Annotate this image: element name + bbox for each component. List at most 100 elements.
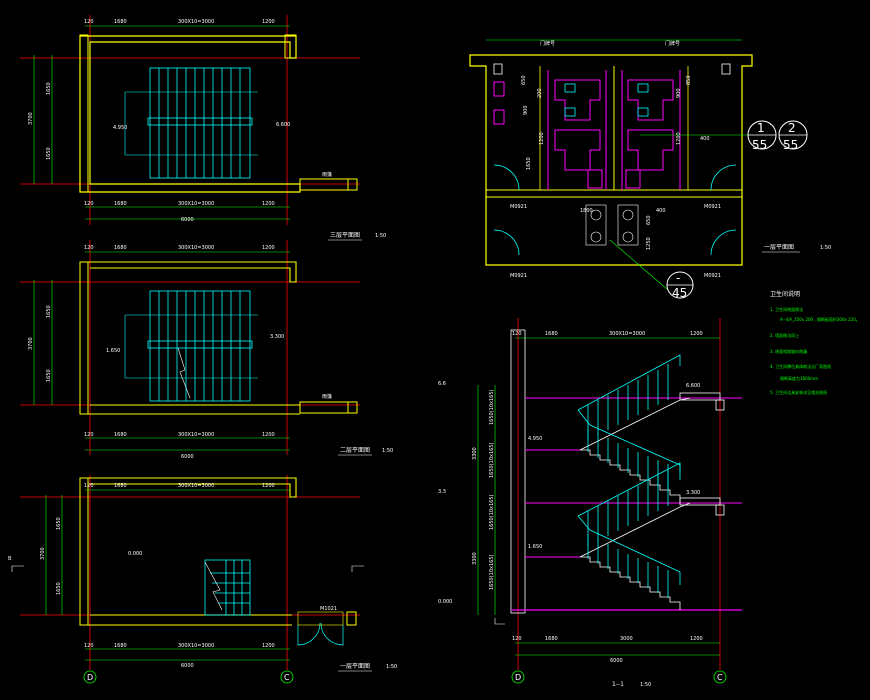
note-item: 3. 地面找坡坡向地漏 xyxy=(770,348,807,354)
stair-treads xyxy=(147,290,253,402)
level-text: 4.950 xyxy=(113,125,127,131)
dim-text: 1680 xyxy=(114,643,127,649)
dim-text: 120 xyxy=(84,245,94,251)
plan-scale: 1:50 xyxy=(382,448,393,454)
stair-section: 120 1680 300X10=3000 1200 120 1680 3000 … xyxy=(438,318,742,688)
side-mark: B xyxy=(8,556,12,562)
axis-bubble xyxy=(713,670,727,684)
dim-text: 120 xyxy=(84,201,94,207)
level-text: 6.6 xyxy=(438,381,446,387)
axis-bubble xyxy=(83,670,97,684)
dim-text: 1200 xyxy=(262,643,275,649)
note-item: 隔断高度为1800mm xyxy=(780,375,818,381)
dim-text: 1200 xyxy=(676,132,682,145)
column xyxy=(721,63,731,75)
dim-text: 1200 xyxy=(539,132,545,145)
wall xyxy=(79,261,89,415)
slab xyxy=(679,392,721,401)
dim-text: 3300 xyxy=(472,447,478,460)
section-mark xyxy=(11,565,24,572)
dim-text: 1250 xyxy=(646,237,652,250)
bubble-bottom: 45 xyxy=(672,286,687,300)
note-item: A--4/A_250x 200 , 隔断板面积300x 220。 xyxy=(780,316,860,322)
plan-title: 一层平面图 xyxy=(764,244,794,251)
beam xyxy=(715,399,725,411)
wall xyxy=(80,477,297,498)
dim-text: 1200 xyxy=(690,636,703,642)
dim-text: 1650 xyxy=(46,305,52,318)
canopy xyxy=(299,401,349,414)
level-text: 3.300 xyxy=(270,334,284,340)
dim-text: 1800 xyxy=(580,208,593,214)
dim-total: 6000 xyxy=(181,454,194,460)
room-label: M0921 xyxy=(704,273,721,279)
dim-text: 900 xyxy=(676,88,682,98)
dim-text: 1650 xyxy=(526,157,532,170)
dim-text: 650 xyxy=(646,215,652,225)
dim-text: 300X10=3000 xyxy=(178,19,214,25)
canopy-label: 雨篷 xyxy=(322,393,332,400)
column xyxy=(493,63,503,75)
dim-text: 900 xyxy=(523,105,529,115)
level-text: 6.600 xyxy=(686,383,700,389)
axis-bubble xyxy=(511,670,525,684)
dim-text: 1680 xyxy=(114,201,127,207)
dim-text: 1200 xyxy=(262,245,275,251)
dim-text: 200 xyxy=(537,88,543,98)
dim-text: 120 xyxy=(84,483,94,489)
dim-text: 3700 xyxy=(28,112,34,125)
dim-text: 1650 xyxy=(56,517,62,530)
dim-text: 1200 xyxy=(262,19,275,25)
plan-scale: 1:50 xyxy=(386,664,397,670)
plan-scale: 1:50 xyxy=(375,233,386,239)
dim-text: 1650 xyxy=(46,147,52,160)
door-label: M1021 xyxy=(320,606,337,612)
section-mark xyxy=(351,565,364,572)
bubble-top: - xyxy=(676,271,680,285)
wall xyxy=(79,35,301,193)
canopy xyxy=(347,178,358,191)
bubble-bottom: 55 xyxy=(783,138,798,152)
plan-title: 三层平面图 xyxy=(330,232,360,239)
break-line xyxy=(177,347,191,399)
dim-total: 6000 xyxy=(610,658,623,664)
dim-text: 1680 xyxy=(545,331,558,337)
dim-text: 1650(10x165) xyxy=(489,389,495,425)
section-scale: 1:50 xyxy=(640,682,651,688)
canopy-label: 雨篷 xyxy=(322,171,332,178)
axis-label: C xyxy=(284,673,290,682)
door-swing xyxy=(297,622,344,646)
dim-text: 1650(10x165) xyxy=(489,494,495,530)
railings xyxy=(577,354,681,598)
dim-text: 1650(10x165) xyxy=(489,554,495,590)
room-label: M0921 xyxy=(510,273,527,279)
wall-section xyxy=(510,329,526,614)
bubble-top: 2 xyxy=(788,121,796,135)
slab xyxy=(679,497,721,506)
dim-text: 1200 xyxy=(690,331,703,337)
dim-text: 120 xyxy=(512,636,522,642)
dim-text: 1200 xyxy=(262,432,275,438)
stair-treads xyxy=(147,67,253,179)
axis-bubble xyxy=(280,670,294,684)
dim-text: 650 xyxy=(521,75,527,85)
level-text: 0.000 xyxy=(128,551,142,557)
note-item: 5. 卫生间洁具安装详见相关图纸 xyxy=(770,389,827,395)
dim-text: 1680 xyxy=(545,636,558,642)
level-text: 6.600 xyxy=(276,122,290,128)
dim-text: 850 xyxy=(686,75,692,85)
dim-text: 3000 xyxy=(620,636,633,642)
dim-text: 120 xyxy=(84,432,94,438)
level-text: 3.300 xyxy=(686,490,700,496)
top-label: 门牌号 xyxy=(665,40,680,47)
dim-text: 300X10=3000 xyxy=(178,245,214,251)
dim-text: 400 xyxy=(700,136,710,142)
level-text: 1.650 xyxy=(528,544,542,550)
level-text: 3.3 xyxy=(438,489,446,495)
stair-flights xyxy=(579,397,691,610)
dim-text: 300X10=3000 xyxy=(178,643,214,649)
room-label: M0921 xyxy=(510,204,527,210)
dim-total: 6000 xyxy=(181,663,194,669)
axis-label: D xyxy=(515,673,521,682)
